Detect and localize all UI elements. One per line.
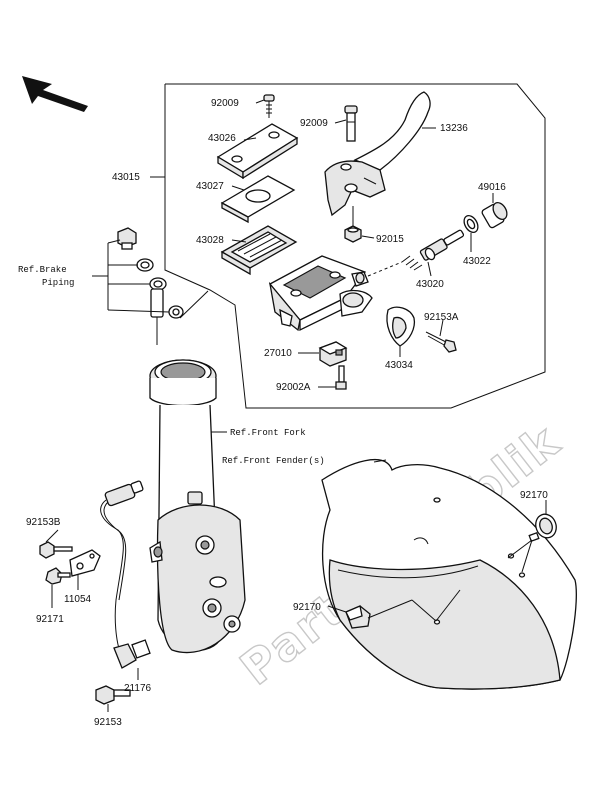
label-92153A: 92153A xyxy=(424,312,459,323)
label-92009-left: 92009 xyxy=(211,98,239,109)
leader-43027 xyxy=(231,185,245,191)
screw-92002A xyxy=(335,365,347,390)
ref-front-fender: Ref.Front Fender(s) xyxy=(222,456,325,466)
switch-27010 xyxy=(318,341,348,367)
label-43034: 43034 xyxy=(385,360,413,371)
leader-92170-left xyxy=(327,605,347,613)
ref-front-fork: Ref.Front Fork xyxy=(230,428,306,438)
leader-92170-right-b xyxy=(521,539,533,573)
leader-92153A xyxy=(439,319,444,337)
label-92015: 92015 xyxy=(376,234,404,245)
label-92153: 92153 xyxy=(94,717,122,728)
label-27010: 27010 xyxy=(264,348,292,359)
ref-brake-piping-line2: Piping xyxy=(42,278,74,288)
leader-92170-left-c xyxy=(435,589,461,622)
assembly-outline xyxy=(164,83,546,409)
bracket-parts xyxy=(39,541,101,585)
diaphragm-43028 xyxy=(220,225,298,276)
label-11054: 11054 xyxy=(64,594,92,605)
label-13236: 13236 xyxy=(440,123,468,134)
leader-43026 xyxy=(243,137,257,141)
reservoir-cap-43026 xyxy=(216,123,299,180)
lever-13236 xyxy=(324,91,431,217)
screw-92009-left xyxy=(263,94,275,118)
label-43015: 43015 xyxy=(112,172,140,183)
bolt-92153 xyxy=(95,685,131,705)
label-92170-left: 92170 xyxy=(293,602,321,613)
label-92171: 92171 xyxy=(36,614,64,625)
label-43020: 43020 xyxy=(416,279,444,290)
leader-43020 xyxy=(427,261,432,277)
clamp-43034 xyxy=(386,306,416,347)
bolt-92153A xyxy=(425,331,457,353)
leader-43028 xyxy=(231,239,247,243)
leader-92153B xyxy=(45,529,59,543)
leader-92170-left-a xyxy=(367,599,413,619)
screw-92009-right xyxy=(344,105,358,142)
boot-49016 xyxy=(481,201,508,229)
leader-92009-right xyxy=(334,119,347,124)
brake-piping-parts xyxy=(117,227,184,345)
master-cylinder-body xyxy=(268,255,373,332)
ref-brake-piping-line1: Ref.Brake xyxy=(18,265,67,275)
leader-92009-left xyxy=(255,99,265,104)
leader-92170-right-a xyxy=(507,539,533,559)
label-92170-right: 92170 xyxy=(520,490,548,501)
leader-92170-left-b xyxy=(411,599,437,622)
plate-43027 xyxy=(220,175,296,224)
label-21176: 21176 xyxy=(124,683,152,694)
sensor-assembly xyxy=(100,480,151,669)
leader-front-fender xyxy=(373,459,387,463)
direction-arrow-icon xyxy=(22,76,88,112)
piston-kit-43020 xyxy=(401,229,465,271)
grommet-92170-right xyxy=(528,513,557,543)
clip-43022 xyxy=(463,214,479,234)
label-43022: 43022 xyxy=(463,256,491,267)
label-92009-right: 92009 xyxy=(300,118,328,129)
nut-92015 xyxy=(344,225,362,243)
leader-92015 xyxy=(361,235,375,239)
front-fork xyxy=(149,359,246,654)
label-43028: 43028 xyxy=(196,235,224,246)
brake-piping-leaders xyxy=(92,239,170,313)
label-92002A: 92002A xyxy=(276,382,311,393)
assembly-outline-joint xyxy=(179,290,209,319)
label-43027: 43027 xyxy=(196,181,224,192)
front-fender xyxy=(321,459,577,690)
label-43026: 43026 xyxy=(208,133,236,144)
assembly-axis-line xyxy=(367,261,403,277)
grommet-92170-left xyxy=(345,605,371,629)
label-49016: 49016 xyxy=(478,182,506,193)
label-92153B: 92153B xyxy=(26,517,61,528)
